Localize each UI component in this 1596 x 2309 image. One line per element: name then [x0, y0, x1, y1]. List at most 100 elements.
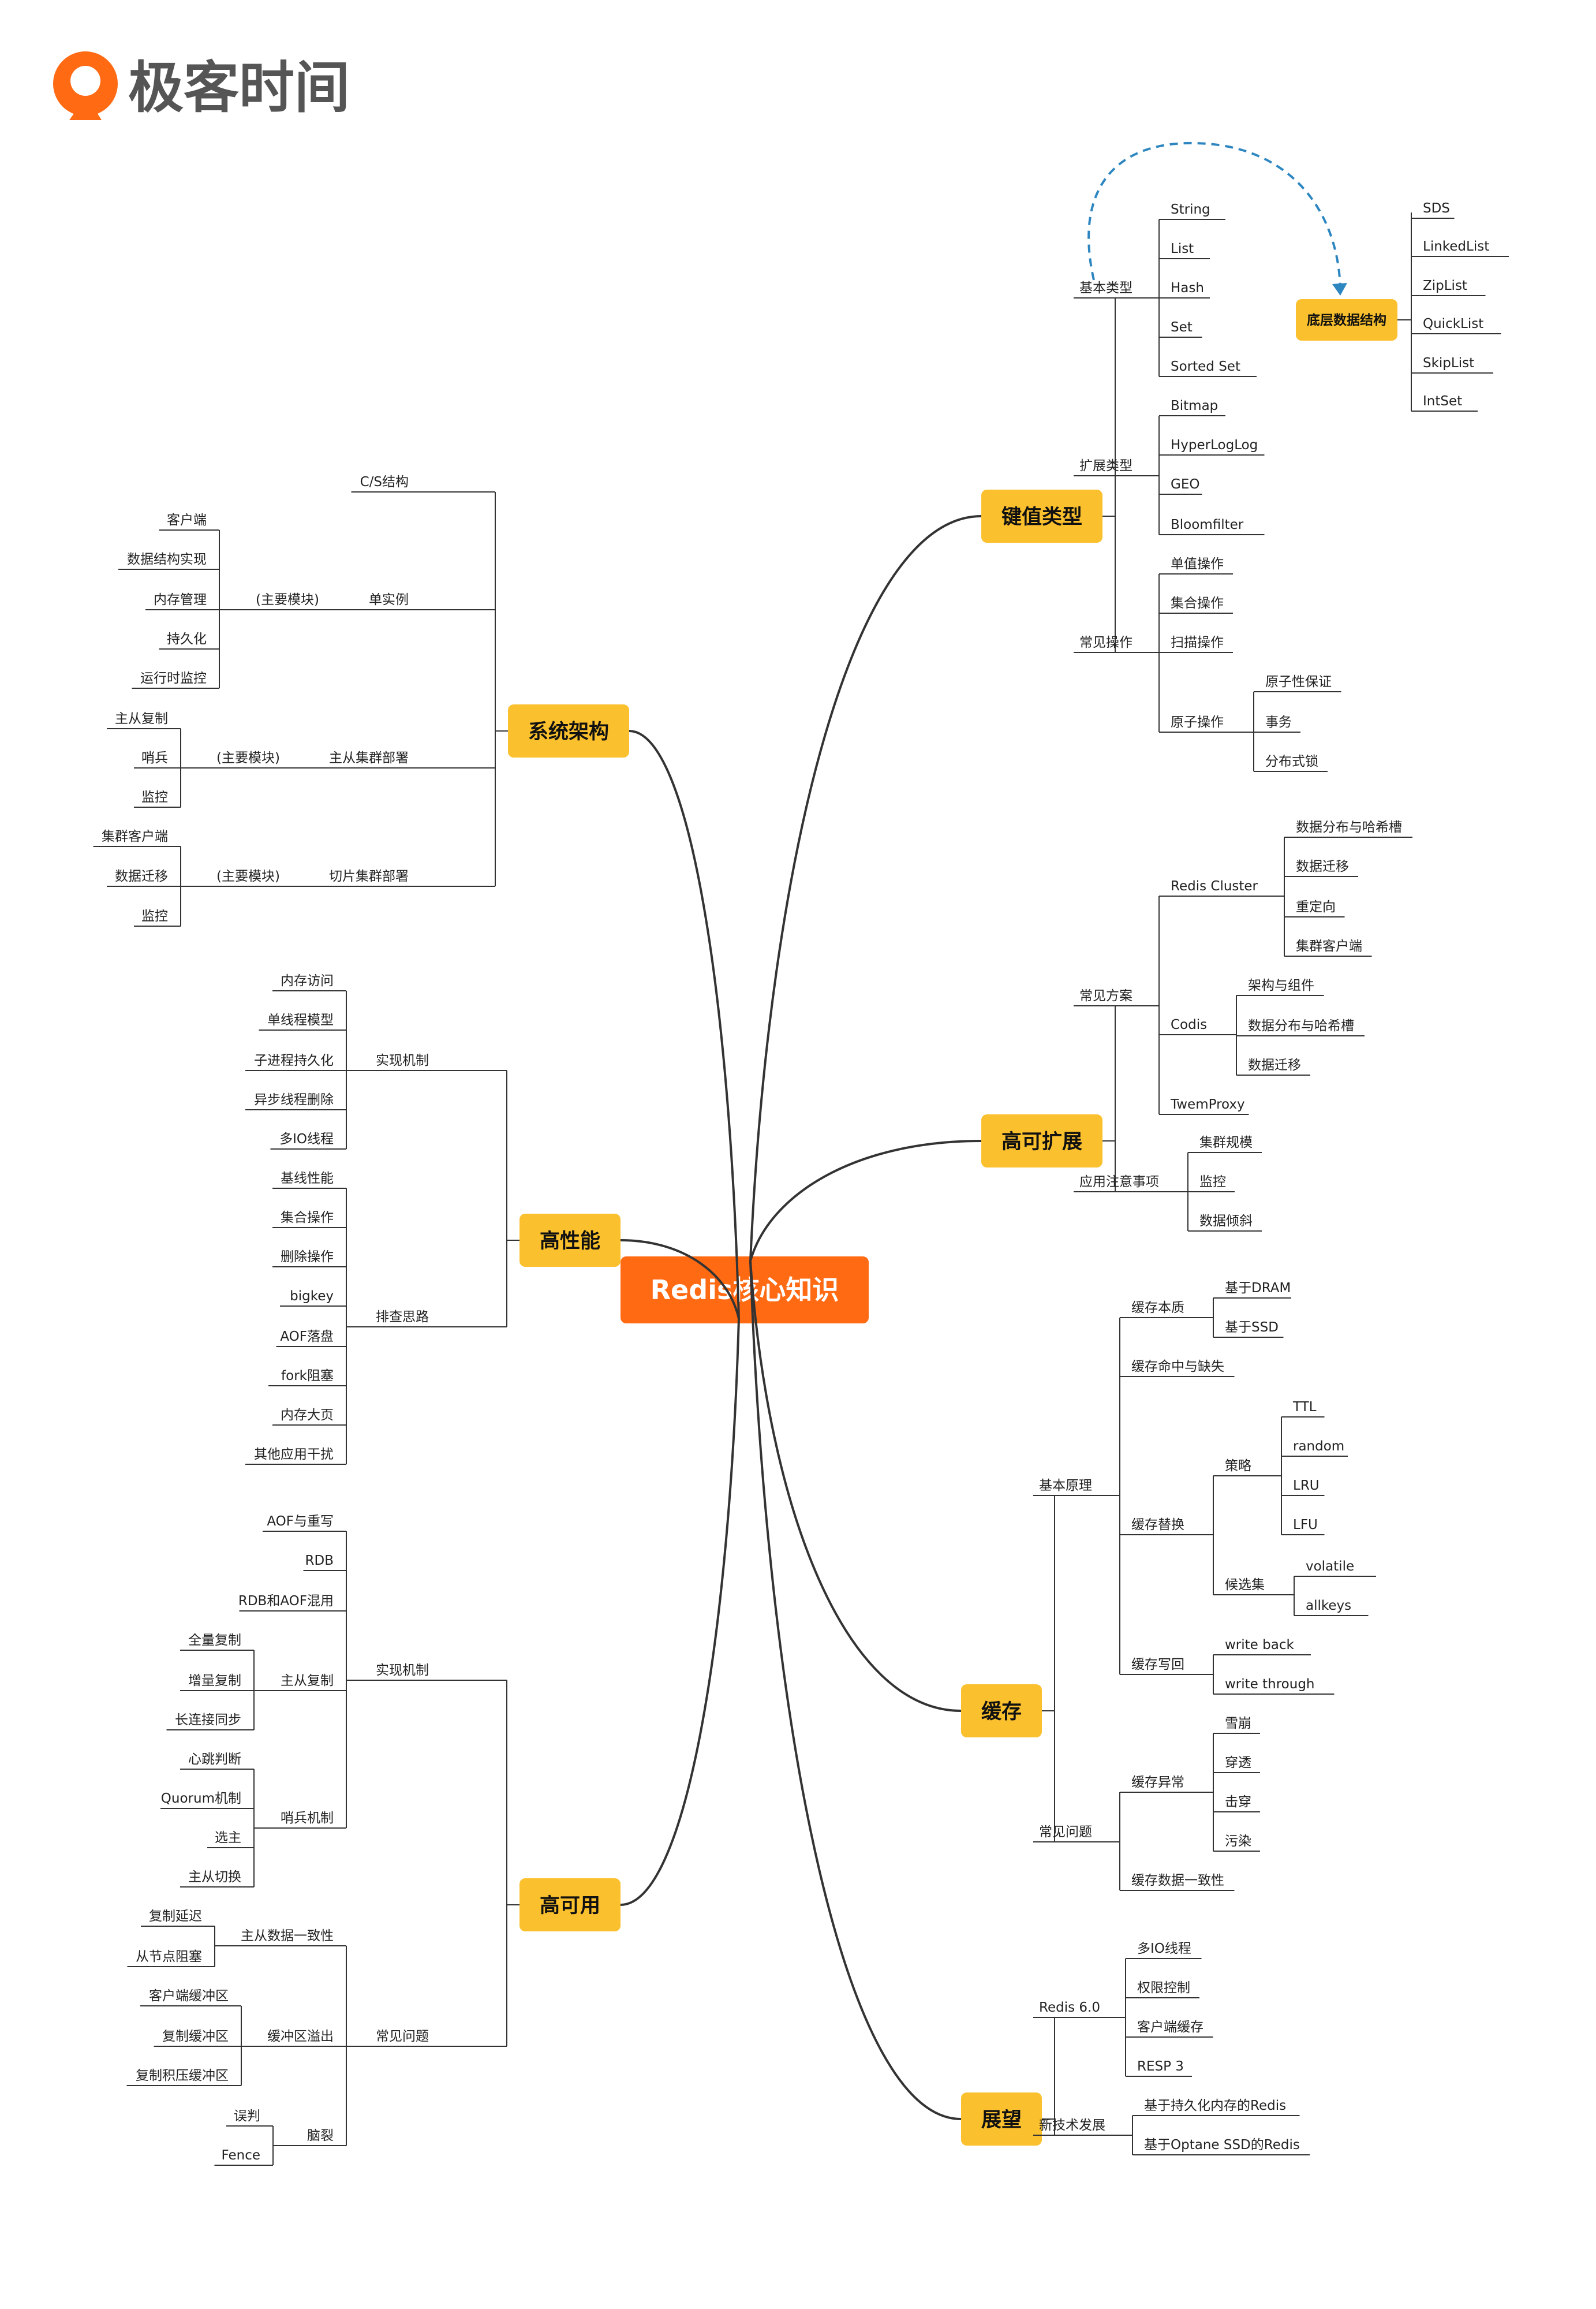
node-l2-3-0-2: 客户端缓存	[1137, 2020, 1203, 2035]
side-node-child-3: QuickList	[1423, 316, 1483, 331]
node-l2-5-1-4: AOF落盘	[280, 1329, 334, 1344]
node-l2-6-1-0: 主从数据一致性	[241, 1928, 334, 1944]
node-l3-6-1-0-1: 从节点阻塞	[136, 1949, 202, 1964]
logo-tail	[69, 96, 102, 120]
main-node-2: 缓存	[961, 1684, 1042, 1737]
main-node-box-6	[519, 1878, 621, 1931]
node-l3-4-1-0: 客户端	[167, 513, 207, 528]
node-l3-6-1-0-0: 复制延迟	[149, 1909, 202, 1924]
main-node-5: 高性能	[519, 1214, 621, 1267]
node-l3-0-2-3-2: 分布式锁	[1265, 754, 1318, 769]
node-l2-5-0-0: 内存访问	[281, 973, 334, 988]
main-node-label-4: 系统架构	[528, 721, 609, 744]
node-l3-1-0-0-1: 数据迁移	[1296, 859, 1349, 874]
branch-curve-6	[620, 1318, 740, 1906]
main-node-0: 键值类型	[981, 490, 1102, 543]
node-l2-6-0-2: RDB和AOF混用	[238, 1594, 334, 1609]
node-l3-4-2-1: 哨兵	[141, 751, 168, 766]
node-l2-6-0-1: RDB	[305, 1553, 334, 1568]
main-node-label-5: 高性能	[540, 1230, 600, 1253]
node-l1-2-0: 基本原理	[1039, 1478, 1092, 1493]
node-l2-0-0-3: Set	[1171, 320, 1193, 335]
node-l3-4-1-3: 持久化	[167, 632, 207, 647]
node-l2-0-2-1: 集合操作	[1171, 596, 1224, 611]
node-l2-1-1-1: 监控	[1199, 1174, 1226, 1189]
main-node-box-0	[981, 490, 1102, 543]
node-l2-3-0-3: RESP 3	[1137, 2059, 1184, 2074]
node-l2-2-1-1: 缓存数据一致性	[1131, 1873, 1224, 1888]
node-l3-6-1-1-2: 复制积压缓冲区	[136, 2068, 229, 2083]
branch-curve-4	[629, 730, 740, 1319]
node-l4-2-0-2-0-2: LRU	[1293, 1478, 1320, 1493]
main-node-label-1: 高可扩展	[1001, 1131, 1082, 1154]
branch-curve-2	[749, 1260, 962, 1712]
node-l2-0-1-1: HyperLogLog	[1171, 438, 1258, 453]
node-l2-2-0-3: 缓存写回	[1131, 1657, 1184, 1672]
node-l2-6-1-1: 缓冲区溢出	[267, 2029, 334, 2044]
branch-curve-1	[749, 1140, 982, 1262]
main-node-box-4	[508, 704, 629, 758]
node-l2-5-1-7: 其他应用干扰	[254, 1447, 334, 1462]
node-l3-2-1-0-2: 击穿	[1225, 1795, 1251, 1810]
node-l3-1-0-0-3: 集群客户端	[1296, 939, 1362, 954]
node-l3-2-0-3-1: write through	[1225, 1677, 1315, 1692]
side-node-child-5: IntSet	[1423, 394, 1462, 409]
node-l2-5-1-1: 集合操作	[281, 1210, 334, 1225]
node-l3-6-1-1-0: 客户端缓冲区	[149, 1989, 229, 2004]
node-l4-2-0-2-1-1: allkeys	[1306, 1598, 1351, 1613]
node-l3-2-0-0-1: 基于SSD	[1225, 1320, 1279, 1335]
node-l2-5-0-3: 异步线程删除	[254, 1092, 334, 1107]
side-node-child-2: ZipList	[1423, 278, 1467, 293]
node-l1-4-3: 切片集群部署	[329, 869, 409, 884]
logo-inner	[70, 66, 100, 96]
node-l2-3-1-1: 基于Optane SSD的Redis	[1144, 2138, 1300, 2153]
node-l2-5-1-3: bigkey	[290, 1289, 334, 1304]
node-l2-5-0-2: 子进程持久化	[254, 1053, 334, 1068]
node-l3-0-2-3-0: 原子性保证	[1265, 674, 1332, 689]
main-node-box-2	[961, 1684, 1042, 1737]
node-l1-6-1: 常见问题	[376, 2029, 429, 2044]
node-l3-1-0-1-0: 架构与组件	[1248, 978, 1314, 993]
center-node: Redis核心知识	[621, 1256, 869, 1323]
node-l2-4-3-0: (主要模块)	[216, 869, 280, 884]
main-node-label-0: 键值类型	[1001, 506, 1082, 529]
node-l3-2-0-0-0: 基于DRAM	[1225, 1281, 1291, 1296]
node-l1-5-1: 排查思路	[376, 1310, 429, 1325]
node-l3-4-3-2: 监控	[141, 909, 168, 924]
node-l2-1-0-2: TwemProxy	[1170, 1097, 1245, 1112]
node-l2-0-1-3: Bloomfilter	[1171, 517, 1244, 532]
main-node-1: 高可扩展	[981, 1114, 1102, 1167]
node-l4-2-0-2-1-0: volatile	[1306, 1559, 1354, 1574]
brand-logo	[53, 51, 118, 120]
main-node-box-1	[981, 1114, 1102, 1167]
node-l1-2-1: 常见问题	[1039, 1825, 1092, 1840]
node-l3-2-0-2-0: 策略	[1225, 1458, 1251, 1474]
node-l2-6-0-3: 主从复制	[281, 1673, 334, 1688]
node-l1-1-0: 常见方案	[1079, 988, 1132, 1004]
main-node-6: 高可用	[519, 1878, 621, 1931]
node-l2-2-0-2: 缓存替换	[1131, 1517, 1184, 1532]
node-l2-0-0-4: Sorted Set	[1171, 359, 1240, 374]
node-l3-4-1-2: 内存管理	[154, 592, 207, 607]
node-l2-1-0-0: Redis Cluster	[1171, 879, 1258, 894]
side-node-child-4: SkipList	[1423, 356, 1474, 371]
node-l1-4-0: C/S结构	[360, 475, 409, 490]
node-l1-0-1: 扩展类型	[1079, 458, 1132, 473]
main-node-label-2: 缓存	[981, 1700, 1022, 1724]
node-l2-0-0-1: List	[1171, 241, 1194, 256]
side-node-label: 底层数据结构	[1307, 312, 1386, 328]
node-l1-3-0: Redis 6.0	[1039, 2000, 1100, 2015]
node-l2-2-1-0: 缓存异常	[1131, 1775, 1184, 1790]
node-l2-6-0-0: AOF与重写	[267, 1514, 334, 1529]
node-l3-6-1-1-1: 复制缓冲区	[162, 2029, 229, 2044]
node-l2-3-1-0: 基于持久化内存的Redis	[1144, 2098, 1286, 2113]
node-l3-4-3-0: 集群客户端	[102, 829, 168, 844]
node-l3-6-0-4-0: 心跳判断	[188, 1752, 241, 1767]
side-node-box	[1296, 299, 1397, 341]
center-node-label: Redis核心知识	[651, 1274, 839, 1305]
node-l1-6-0: 实现机制	[376, 1663, 429, 1678]
node-l3-6-0-3-0: 全量复制	[188, 1633, 241, 1648]
node-l3-0-2-3-1: 事务	[1265, 715, 1292, 730]
main-node-label-3: 展望	[981, 2109, 1022, 2132]
